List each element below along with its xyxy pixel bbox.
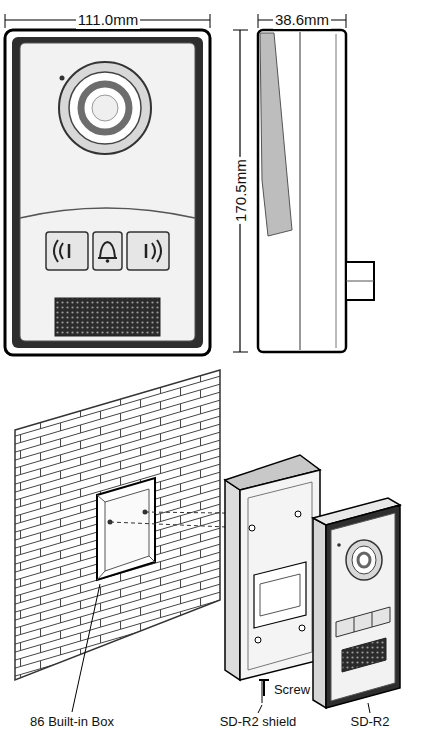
part-label: SD-R2 shield <box>218 715 299 730</box>
part-label: SD-R2 <box>348 715 391 730</box>
dimension-label: 170.5mm <box>231 158 248 225</box>
sd-r2-shield <box>225 455 320 703</box>
side-view <box>233 14 374 352</box>
dimension-label: 111.0mm <box>76 11 140 28</box>
front-view <box>5 14 210 355</box>
sd-r2-unit <box>313 498 400 713</box>
dimension-label: 38.6mm <box>273 11 331 28</box>
leader-lines <box>72 584 262 713</box>
part-label: 86 Built-in Box <box>28 715 116 730</box>
part-label: Screw <box>272 683 312 698</box>
